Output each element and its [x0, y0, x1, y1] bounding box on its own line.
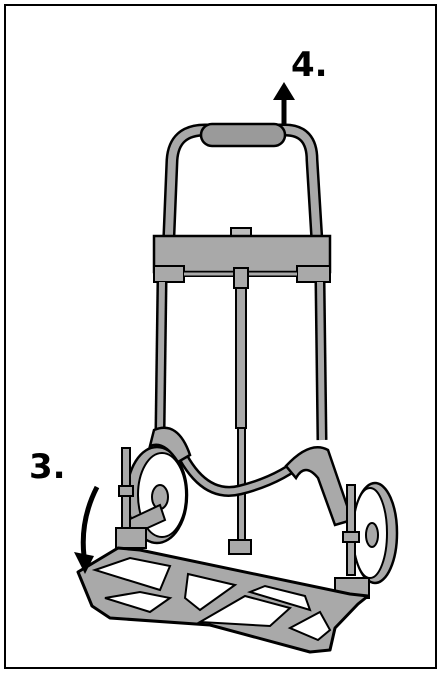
- step-3-label: 3.: [29, 447, 66, 487]
- center-rod: [228, 287, 252, 555]
- side-rails: [154, 281, 328, 441]
- step-3-arrow: [74, 485, 100, 574]
- foot-plate: [76, 546, 370, 654]
- right-wheel: [351, 481, 399, 585]
- step-4-label: 4.: [291, 45, 328, 85]
- handle-grip: [199, 122, 287, 148]
- left-fold-post: [115, 447, 147, 549]
- step-4-arrow: [273, 82, 295, 128]
- right-mount: [284, 446, 354, 527]
- curved-brace: [169, 437, 309, 497]
- top-bracket: [152, 227, 332, 289]
